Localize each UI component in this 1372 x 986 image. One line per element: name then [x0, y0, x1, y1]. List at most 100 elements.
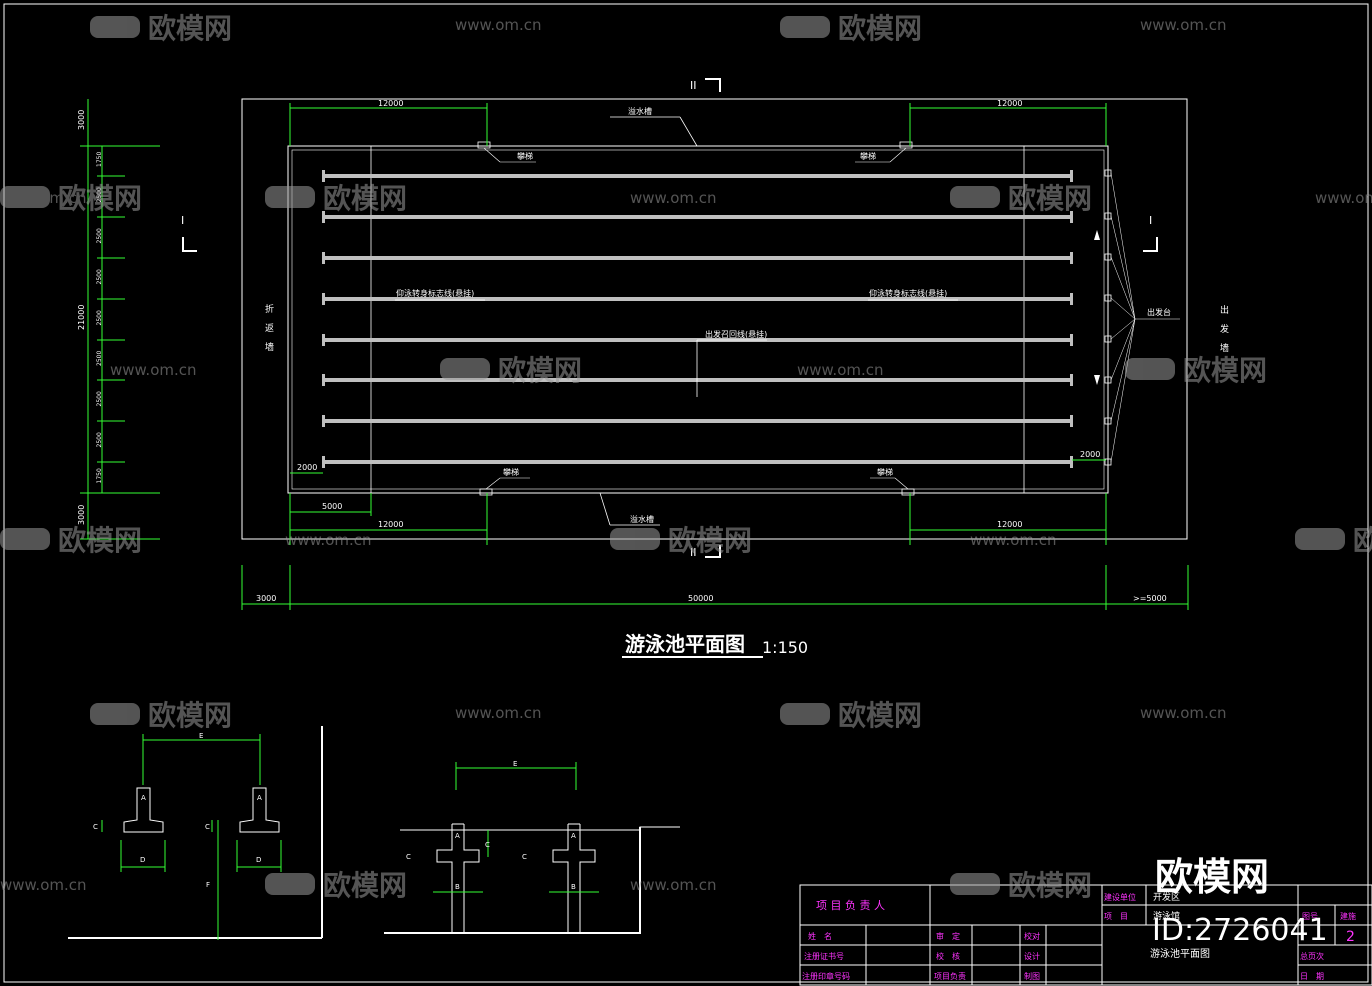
lane-dimension-ticks — [97, 145, 125, 494]
lane-rope-1 — [323, 174, 1073, 178]
drawing-frame — [3, 3, 1369, 983]
section-mark-bottom — [705, 545, 721, 558]
drawing-title: 游泳池平面图 — [625, 632, 745, 656]
watermark-url: www.om.cn — [110, 361, 197, 379]
dim-top-right: 12000 — [997, 99, 1022, 108]
watermark-url: www.om.cn — [1140, 704, 1227, 722]
title-block: 项 目 负 责 人 姓 名 注册证书号 注册印章号码 审 定 校 核 项目负责 … — [799, 884, 1372, 986]
detail-right-C1: C — [485, 841, 490, 849]
lane-dim-label: 2500 — [96, 187, 103, 202]
lane-anchor-left — [322, 456, 325, 468]
tb-project: 项 目 — [1104, 912, 1128, 921]
detail-left-A1: A — [141, 794, 146, 802]
watermark-logo — [780, 16, 830, 38]
tb-drawing-title: 游泳池平面图 — [1150, 947, 1210, 960]
watermark-brand: 欧模网 — [1353, 524, 1372, 557]
tb-total-sheets: 总页次 — [1300, 951, 1324, 961]
watermark-id: ID:2726041 — [1152, 913, 1328, 948]
dim-overall-left: 3000 — [256, 594, 276, 603]
lane-anchor-left — [322, 374, 325, 386]
lane-dim-label: 2500 — [96, 310, 103, 325]
watermark-logo — [1295, 528, 1345, 550]
watermark-brand: 欧模网 — [1008, 869, 1092, 902]
detail-right: E A A C C C B B — [384, 760, 680, 934]
marker-left-label: 仰泳转身标志线(悬挂) — [396, 288, 474, 298]
watermark-brand: 欧模网 — [838, 699, 922, 732]
dim-vert-bottom: 3000 — [77, 505, 86, 525]
ladder-br — [901, 488, 915, 496]
tb-reg-seal: 注册印章号码 — [802, 971, 850, 981]
start-platform-leaders — [1110, 172, 1136, 463]
detail-left-C1: C — [93, 823, 98, 831]
ladder-br-label: 攀梯 — [877, 467, 893, 477]
watermark-logo — [780, 703, 830, 725]
tb-client-value: 开发区 — [1153, 891, 1180, 903]
lane-anchor-right — [1070, 211, 1073, 223]
watermark-logo — [90, 703, 140, 725]
lane-anchor-right — [1070, 374, 1073, 386]
lane-anchor-left — [322, 415, 325, 427]
watermark-brand: 欧模网 — [668, 524, 752, 557]
detail-left: E A A C C D D F — [68, 726, 323, 940]
platform-leader — [1110, 256, 1136, 320]
section-label-top: II — [690, 79, 697, 92]
lane-anchor-right — [1070, 334, 1073, 346]
watermark-brand-large: 欧模网 — [1155, 855, 1269, 899]
start-wall-1: 出 — [1220, 304, 1229, 316]
detail-right-C2: C — [406, 853, 411, 861]
tb-sheet-label: 图号 — [1302, 912, 1318, 921]
detail-right-A1: A — [455, 832, 460, 840]
lane-ropes — [322, 170, 1073, 468]
watermark-url: www.om.cn — [0, 876, 87, 894]
start-platform-label: 出发台 — [1147, 307, 1171, 317]
direction-arrow-down — [1094, 375, 1100, 385]
watermark-brand: 欧模网 — [1183, 354, 1267, 387]
ladder-tl-label: 攀梯 — [517, 151, 533, 161]
section-mark-right — [1143, 237, 1158, 252]
watermark-brand: 欧模网 — [323, 182, 407, 215]
detail-left-D2: D — [256, 856, 261, 864]
platform-leader — [1110, 318, 1136, 463]
section-mark-top — [705, 78, 721, 92]
lane-dim-label: 2500 — [96, 432, 103, 447]
watermark-logo — [440, 358, 490, 380]
watermark-url: www.om.cn — [455, 16, 542, 34]
pool-plan: 出发召回线(悬挂) 仰泳转身标志线(悬挂) 仰泳转身标志线(悬挂) 溢水槽 溢水… — [181, 78, 1229, 559]
lane-dim-label: 2500 — [96, 269, 103, 284]
watermark-brand: 欧模网 — [148, 699, 232, 732]
overflow-top-label: 溢水槽 — [628, 106, 652, 116]
section-mark-left — [182, 237, 197, 252]
turn-wall-2: 返 — [265, 322, 274, 334]
ladder-bl-label: 攀梯 — [503, 467, 519, 477]
lane-anchor-right — [1070, 252, 1073, 264]
overflow-bottom-label: 溢水槽 — [630, 514, 654, 524]
detail-left-F: F — [206, 881, 210, 889]
dim-bottom-right: 12000 — [997, 520, 1022, 529]
tb-proof: 校对 — [1024, 931, 1040, 941]
watermark-brand: 欧模网 — [838, 12, 922, 45]
tb-date: 日 期 — [1300, 972, 1324, 981]
watermark-url: www.om.cn — [797, 361, 884, 379]
watermark-logo — [950, 873, 1000, 895]
lane-anchor-right — [1070, 293, 1073, 305]
marker-right-label: 仰泳转身标志线(悬挂) — [869, 288, 947, 298]
lane-anchor-left — [322, 334, 325, 346]
platform-leader — [1110, 215, 1136, 320]
section-label-bottom: II — [690, 546, 697, 559]
watermark-url: www.om.cn — [630, 189, 717, 207]
ladder-tl — [477, 141, 491, 149]
lane-anchor-left — [322, 170, 325, 182]
tb-design: 设计 — [1024, 951, 1040, 961]
watermark-logo — [90, 16, 140, 38]
tb-discipline: 建施 — [1340, 911, 1356, 921]
detail-right-A2: A — [571, 832, 576, 840]
platform-leader — [1110, 172, 1136, 320]
watermark-brand: 欧模网 — [498, 354, 582, 387]
section-label-right: I — [1149, 214, 1152, 227]
lane-anchor-left — [322, 211, 325, 223]
platform-leader — [1110, 318, 1136, 381]
watermark-url: www.om.cn — [285, 531, 372, 549]
start-wall-3: 墙 — [1220, 342, 1229, 354]
direction-arrow-up — [1094, 230, 1100, 240]
